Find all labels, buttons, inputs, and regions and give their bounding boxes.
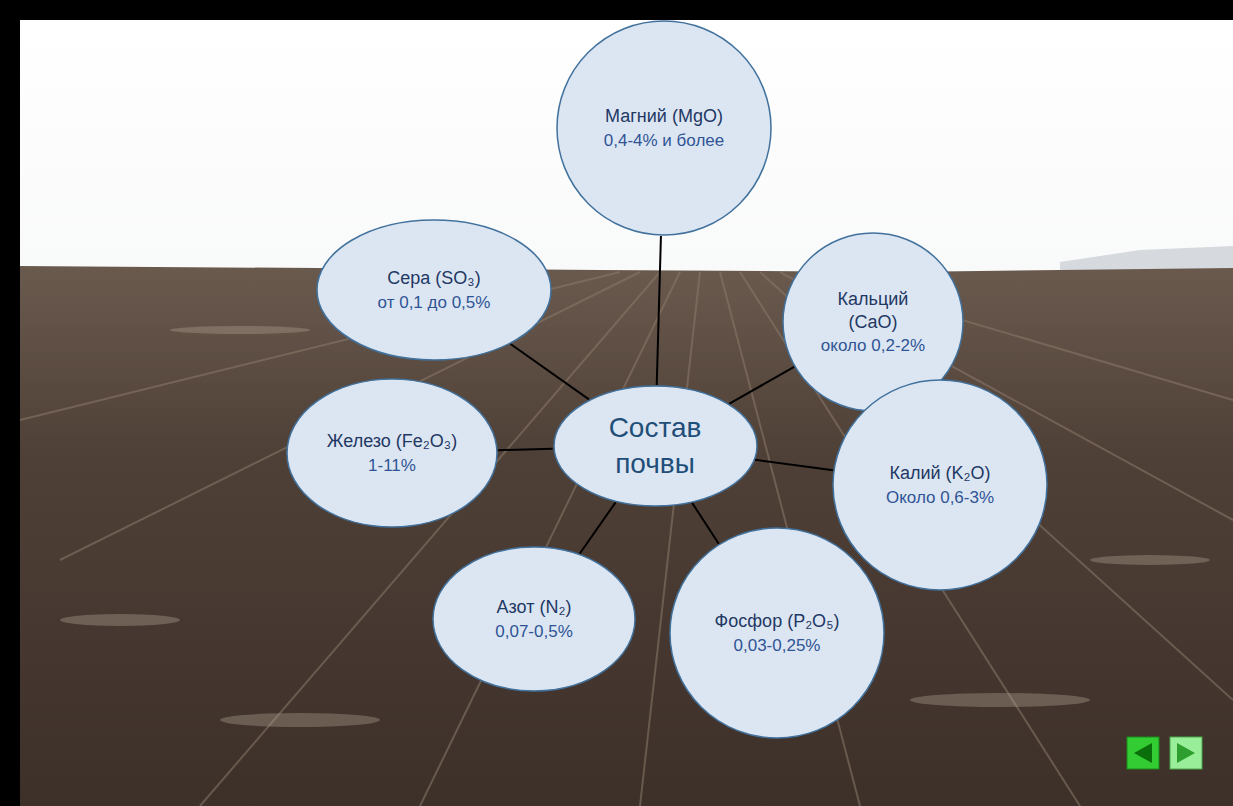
text-group: Состав почвы [586, 410, 725, 483]
ellipse-outline [316, 219, 552, 361]
content-value: 1-11% [368, 455, 416, 476]
connector-line [580, 502, 616, 553]
content-value: от 0,1 до 0,5% [378, 292, 491, 313]
element-name: Фосфор (P₂O₅) [715, 610, 840, 633]
content-value: 0,4-4% и более [604, 130, 724, 151]
element-name: Железо (Fe₂O₃) [327, 430, 457, 453]
connector-line [755, 460, 833, 471]
text-group: Фосфор (P₂O₅)0,03-0,25% [708, 610, 846, 656]
text-group: Железо (Fe₂O₃)1-11% [324, 430, 460, 476]
component-ellipse: Калий (K₂O)Около 0,6-3% [832, 379, 1048, 591]
ellipse-outline [286, 378, 498, 528]
text-group: Магний (MgO)0,4-4% и более [595, 105, 733, 151]
nav-buttons [1127, 737, 1202, 769]
component-ellipse: Железо (Fe₂O₃)1-11% [286, 378, 498, 528]
element-name: Азот (N₂) [497, 596, 572, 619]
text-group: Сера (SO₃)от 0,1 до 0,5% [359, 267, 510, 313]
element-name: Калий (K₂O) [889, 462, 990, 485]
text-group: Азот (N₂)0,07-0,5% [469, 596, 600, 642]
content-value: Около 0,6-3% [886, 487, 994, 508]
component-ellipse: Фосфор (P₂O₅)0,03-0,25% [669, 527, 885, 739]
component-ellipse: Сера (SO₃)от 0,1 до 0,5% [316, 219, 552, 361]
element-name: Сера (SO₃) [387, 267, 480, 290]
connector-line [729, 367, 794, 404]
content-value: 0,07-0,5% [495, 621, 573, 642]
text-group: Калий (K₂O)Около 0,6-3% [871, 462, 1009, 508]
component-ellipse: Азот (N₂)0,07-0,5% [432, 546, 636, 692]
component-ellipse: Магний (MgO)0,4-4% и более [556, 20, 772, 236]
connector-line [657, 236, 661, 385]
ellipse-outline [432, 546, 636, 692]
content-value: около 0,2-2% [821, 335, 925, 356]
connector-line [511, 344, 589, 399]
connector-line [692, 503, 719, 544]
ellipse-outline [553, 385, 758, 507]
ellipse-outline [832, 379, 1048, 591]
center-title: Состав почвы [586, 410, 725, 483]
content-value: 0,03-0,25% [734, 635, 821, 656]
element-name: Магний (MgO) [605, 105, 723, 128]
ellipse-outline [556, 20, 772, 236]
element-name: Кальций (CaO) [815, 288, 931, 333]
center-ellipse: Состав почвы [553, 385, 758, 507]
text-group: Кальций (CaO)около 0,2-2% [815, 288, 931, 356]
connector-line [498, 449, 553, 450]
ellipse-outline [669, 527, 885, 739]
